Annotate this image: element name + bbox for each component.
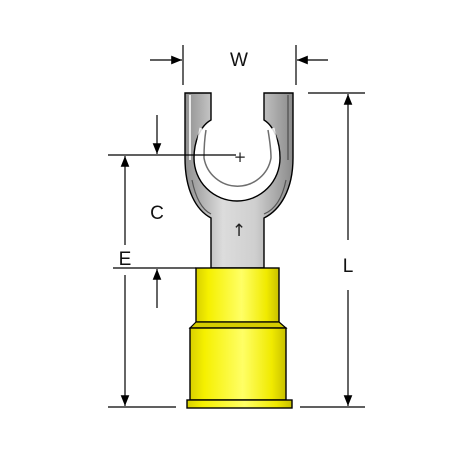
- length-dimension: L: [300, 92, 365, 408]
- width-dimension: W: [150, 45, 328, 85]
- sleeve-upper: [195, 267, 280, 323]
- w-label: W: [230, 50, 248, 71]
- right-shoulder-line: [263, 179, 287, 215]
- hook-bevel-shadow: [203, 129, 272, 187]
- metal-spade: [184, 92, 294, 269]
- c-dimension: C: [108, 115, 236, 308]
- hook-bevel: [196, 127, 279, 194]
- c-label: C: [150, 203, 164, 224]
- e-dimension: E: [108, 156, 176, 408]
- spade-body: [184, 92, 294, 269]
- left-shoulder-line: [191, 179, 212, 215]
- sleeve-lower: [189, 327, 287, 401]
- center-mark: +: [234, 148, 247, 166]
- direction-arrow-icon: ↑: [232, 221, 246, 241]
- e-label: E: [119, 249, 132, 270]
- l-label: L: [343, 256, 354, 277]
- sleeve-flange: [186, 399, 293, 409]
- sleeve-step: [188, 321, 288, 329]
- insulation-sleeve: [186, 267, 293, 409]
